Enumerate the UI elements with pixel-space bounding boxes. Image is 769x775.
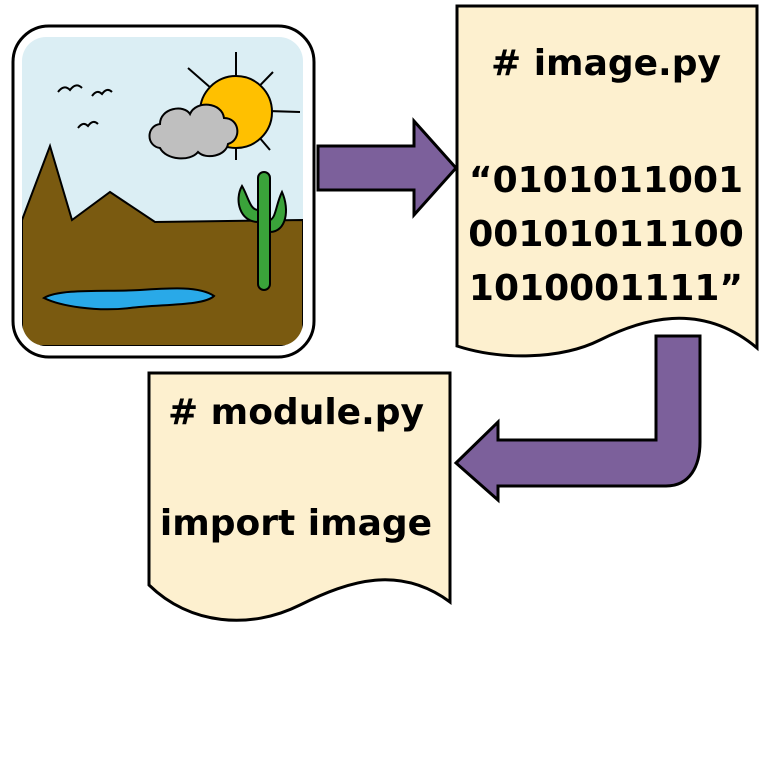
module-file-code: import image	[160, 503, 432, 544]
image-file-line-1: “0101011001	[469, 160, 743, 201]
image-file-title: # image.py	[491, 43, 721, 84]
cloud	[148, 103, 239, 160]
birds	[57, 84, 113, 129]
elbow-arrow-icon	[453, 334, 702, 504]
module-py-document: # module.py import image	[147, 371, 452, 622]
image-file-line-3: 1010001111”	[469, 268, 743, 309]
module-file-title: # module.py	[168, 392, 424, 433]
right-arrow-icon	[316, 117, 459, 219]
landscape-image-icon	[11, 24, 316, 359]
image-file-line-2: 00101011100	[468, 214, 744, 255]
image-py-document: # image.py “0101011001 00101011100 10100…	[455, 4, 759, 358]
pond	[41, 287, 216, 311]
cactus	[237, 171, 287, 291]
